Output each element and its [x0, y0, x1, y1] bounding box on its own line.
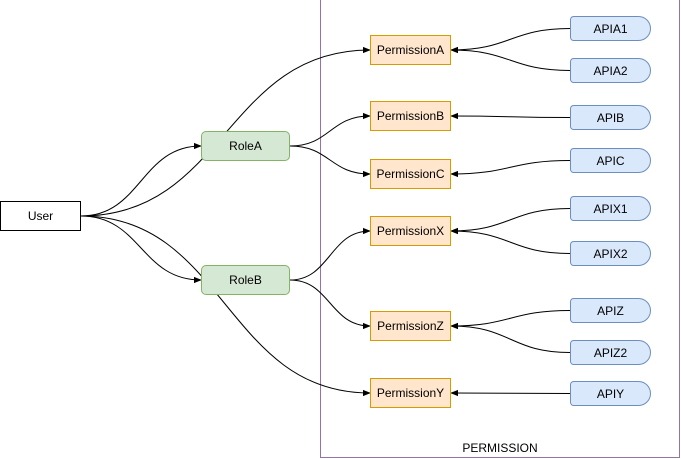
role-a-node[interactable]: RoleA: [201, 131, 290, 161]
permission-x-node[interactable]: PermissionX: [370, 216, 451, 246]
edge-role_b-to-perm_x: [289, 227, 371, 281]
edge-api_x2-to-perm_x: [450, 227, 571, 254]
permission-c-node[interactable]: PermissionC: [370, 159, 451, 189]
edge-api_a1-to-perm_a: [450, 28, 571, 54]
edge-api_c-to-perm_c: [450, 160, 571, 178]
permission-y-node[interactable]: PermissionY: [370, 378, 451, 408]
api-z2-node[interactable]: APIZ2: [570, 340, 651, 365]
permission-z-node[interactable]: PermissionZ: [370, 311, 451, 341]
api-a1-node[interactable]: APIA1: [570, 16, 651, 41]
edge-api_z-to-perm_z: [450, 310, 571, 330]
edge-api_z2-to-perm_z: [450, 322, 571, 353]
edge-api_b-to-perm_b: [450, 112, 571, 120]
api-y-node[interactable]: APIY: [570, 381, 651, 406]
role-b-node[interactable]: RoleB: [201, 265, 290, 295]
edge-role_a-to-perm_b: [289, 112, 371, 147]
api-x1-node[interactable]: APIX1: [570, 196, 651, 221]
api-b-node[interactable]: APIB: [570, 105, 651, 130]
edge-user-to-role_b: [80, 215, 202, 284]
edge-user-to-role_a: [80, 142, 202, 217]
api-a2-node[interactable]: APIA2: [570, 58, 651, 83]
permission-container-label: PERMISSION: [462, 441, 538, 455]
edge-api_a2-to-perm_a: [450, 46, 571, 71]
edge-api_y-to-perm_y: [450, 389, 571, 397]
edge-api_x1-to-perm_x: [450, 208, 571, 235]
edge-role_b-to-perm_z: [289, 279, 371, 330]
api-c-node[interactable]: APIC: [570, 148, 651, 173]
api-x2-node[interactable]: APIX2: [570, 241, 651, 266]
permission-container: [320, 0, 680, 458]
user-node[interactable]: User: [0, 201, 81, 231]
api-z-node[interactable]: APIZ: [570, 298, 651, 323]
permission-b-node[interactable]: PermissionB: [370, 101, 451, 131]
edge-role_a-to-perm_c: [289, 145, 371, 178]
edge-user-to-perm_y: [80, 215, 371, 397]
permission-a-node[interactable]: PermissionA: [370, 35, 451, 65]
